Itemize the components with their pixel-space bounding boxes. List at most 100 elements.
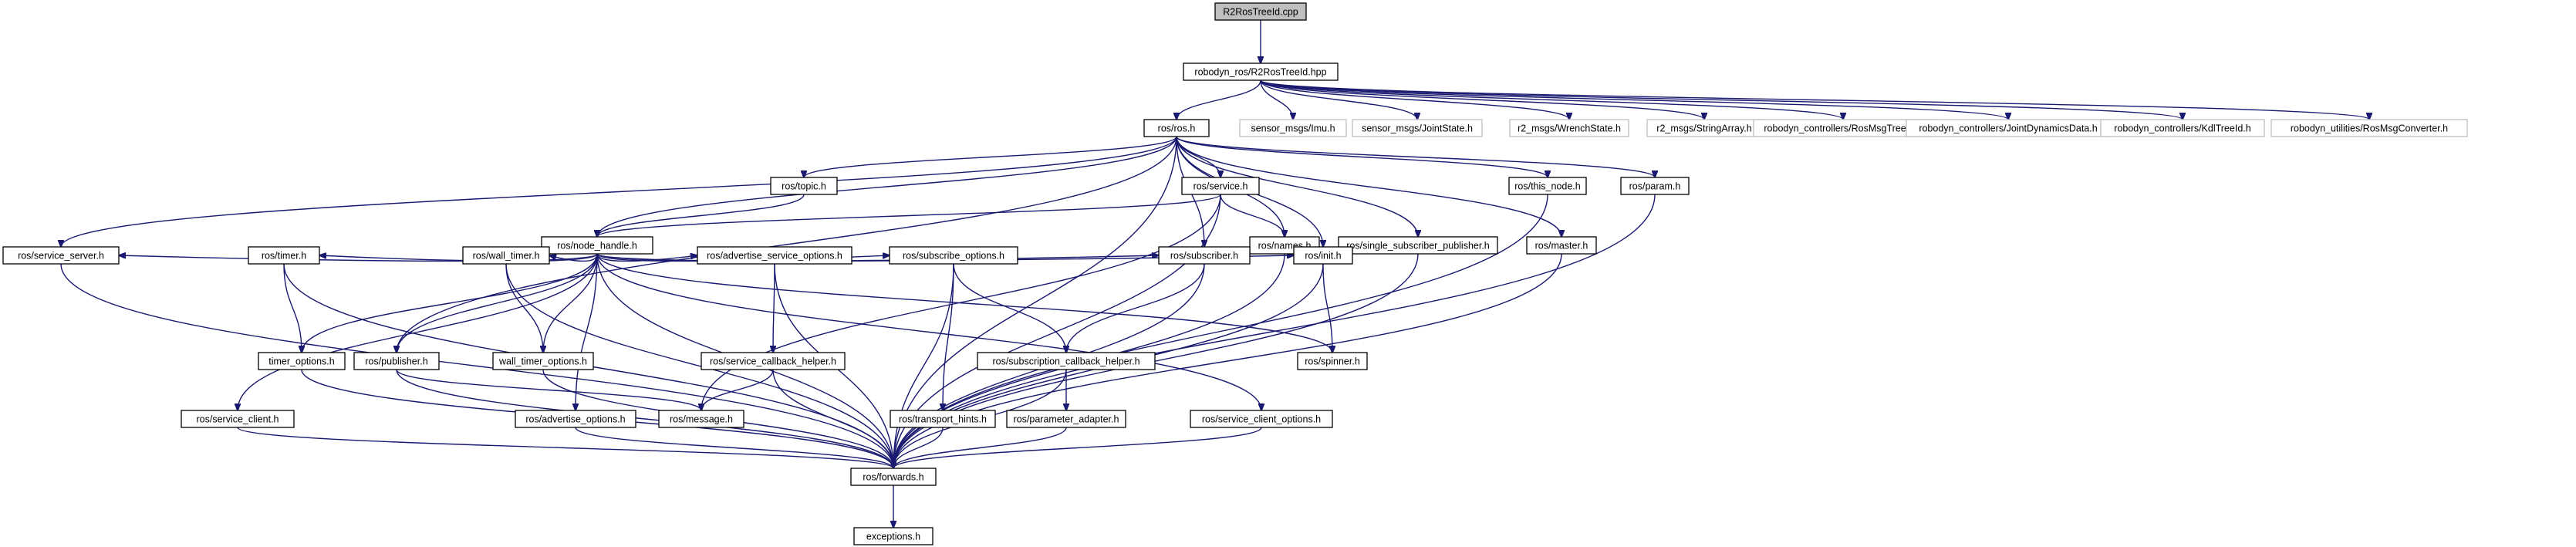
node-treeid-hpp[interactable]: robodyn_ros/R2RosTreeId.hpp — [1183, 62, 1339, 81]
node-label: ros/parameter_adapter.h — [1014, 414, 1119, 425]
node-label: ros/service_client_options.h — [1202, 414, 1321, 425]
node-adv-srv-opts[interactable]: ros/advertise_service_options.h — [697, 246, 852, 265]
node-sub-cb-helper[interactable]: ros/subscription_callback_helper.h — [977, 352, 1156, 370]
node-jointstate[interactable]: sensor_msgs/JointState.h — [1352, 119, 1483, 137]
node-label: sensor_msgs/JointState.h — [1362, 123, 1473, 134]
edge-timer_h-to-timer_opts — [283, 263, 302, 353]
edge-wall_timer-to-forwards_h — [505, 263, 893, 468]
edge-wall_timer-to-wall_timer_opts — [505, 263, 543, 353]
node-label: ros/advertise_options.h — [525, 414, 625, 425]
node-rosmsgconv[interactable]: robodyn_utilities/RosMsgConverter.h — [2270, 119, 2468, 137]
edge-service_client-to-forwards_h — [237, 427, 893, 468]
node-timer-h[interactable]: ros/timer.h — [248, 246, 320, 265]
node-stringarray[interactable]: r2_msgs/StringArray.h — [1646, 119, 1762, 137]
node-box — [658, 410, 744, 428]
edge-treeid_hpp-to-wrench — [1260, 79, 1569, 120]
node-imu[interactable]: sensor_msgs/Imu.h — [1239, 119, 1347, 137]
node-srv-client-opts[interactable]: ros/service_client_options.h — [1190, 410, 1333, 428]
node-this-node[interactable]: ros/this_node.h — [1508, 177, 1587, 195]
edge-node_handle-to-publisher_h — [397, 253, 598, 353]
node-label: ros/advertise_service_options.h — [707, 251, 842, 262]
node-wrench[interactable]: r2_msgs/WrenchState.h — [1509, 119, 1629, 137]
node-label: ros/topic.h — [782, 181, 826, 192]
node-box — [1181, 177, 1260, 195]
edge-node_handle-to-service_client — [238, 253, 598, 410]
edge-publisher_h-to-message_h — [396, 369, 701, 410]
file-nodes: R2RosTreeId.cpp robodyn_ros/R2RosTreeId.h… — [2, 2, 2468, 545]
node-label: timer_options.h — [268, 356, 335, 367]
node-box — [890, 410, 996, 428]
node-master-h[interactable]: ros/master.h — [1526, 236, 1597, 255]
node-param-adapter[interactable]: ros/parameter_adapter.h — [1006, 410, 1126, 428]
node-label: ros/master.h — [1535, 241, 1588, 252]
edge-srv_client_opts-to-forwards_h — [893, 427, 1262, 468]
node-label: ros/transport_hints.h — [899, 414, 987, 425]
node-exceptions-h[interactable]: exceptions.h — [853, 527, 934, 545]
edge-node_handle-to-srv_client_opts — [596, 253, 1261, 410]
edge-adv_opts-to-forwards_h — [575, 427, 893, 468]
edge-subscriber_h-to-sub_cb_helper — [1066, 263, 1205, 353]
node-transport-hints[interactable]: ros/transport_hints.h — [890, 410, 996, 428]
edge-treeid_hpp-to-jointstate — [1260, 79, 1417, 120]
edge-ros_h-to-service_h — [1176, 136, 1220, 177]
node-param-h[interactable]: ros/param.h — [1620, 177, 1690, 195]
node-label: exceptions.h — [866, 532, 920, 542]
node-label: ros/service_callback_helper.h — [710, 356, 836, 367]
node-rosmsgtreeid[interactable]: robodyn_controllers/RosMsgTreeId.h — [1753, 119, 1933, 137]
node-node-handle[interactable]: ros/node_handle.h — [541, 236, 653, 255]
edge-service_server-to-forwards_h — [60, 263, 893, 468]
edge-ros_h-to-publisher_h — [397, 136, 1177, 353]
node-root[interactable]: R2RosTreeId.cpp — [1214, 2, 1307, 21]
node-label: R2RosTreeId.cpp — [1223, 7, 1298, 18]
node-subscriber-h[interactable]: ros/subscriber.h — [1158, 246, 1251, 265]
node-box — [889, 246, 1018, 265]
node-box — [977, 352, 1156, 370]
node-ros-h[interactable]: ros/ros.h — [1143, 119, 1210, 137]
node-label: robodyn_utilities/RosMsgConverter.h — [2291, 123, 2448, 134]
node-srv-cb-helper[interactable]: ros/service_callback_helper.h — [701, 352, 846, 370]
node-label: r2_msgs/StringArray.h — [1656, 123, 1751, 134]
node-forwards-h[interactable]: ros/forwards.h — [850, 468, 937, 486]
node-box — [1143, 119, 1210, 137]
node-service-server[interactable]: ros/service_server.h — [2, 246, 120, 265]
node-label: ros/service_client.h — [197, 414, 279, 425]
node-kdltreeid[interactable]: robodyn_controllers/KdlTreeId.h — [2100, 119, 2265, 137]
edge-topic_h-to-node_handle — [597, 194, 805, 237]
node-sub-opts[interactable]: ros/subscribe_options.h — [889, 246, 1018, 265]
node-message-h[interactable]: ros/message.h — [658, 410, 744, 428]
node-service-h[interactable]: ros/service.h — [1181, 177, 1260, 195]
edge-treeid_hpp-to-kdltreeid — [1260, 79, 2183, 120]
node-box — [1214, 2, 1307, 21]
node-box — [2270, 119, 2468, 137]
node-service-client[interactable]: ros/service_client.h — [181, 410, 295, 428]
node-label: ros/this_node.h — [1514, 181, 1581, 192]
node-box — [697, 246, 852, 265]
node-box — [258, 352, 346, 370]
node-box — [701, 352, 846, 370]
node-adv-opts[interactable]: ros/advertise_options.h — [515, 410, 636, 428]
node-single-sub-pub[interactable]: ros/single_subscriber_publisher.h — [1338, 236, 1498, 255]
edge-service_h-to-node_handle — [597, 194, 1221, 237]
node-box — [2100, 119, 2265, 137]
edge-node_handle-to-wall_timer_opts — [543, 253, 598, 353]
node-label: ros/timer.h — [262, 251, 306, 262]
node-wall-timer[interactable]: ros/wall_timer.h — [462, 246, 550, 265]
node-timer-opts[interactable]: timer_options.h — [258, 352, 346, 370]
edge-treeid_hpp-to-rosmsgconv — [1260, 79, 2369, 120]
edge-srv_cb_helper-to-message_h — [701, 369, 774, 410]
node-spinner-h[interactable]: ros/spinner.h — [1297, 352, 1368, 370]
node-label: ros/ros.h — [1158, 123, 1196, 134]
node-init-h[interactable]: ros/init.h — [1293, 246, 1353, 265]
node-topic-h[interactable]: ros/topic.h — [770, 177, 838, 195]
node-label: ros/init.h — [1305, 251, 1341, 262]
node-label: ros/service_server.h — [18, 251, 104, 262]
node-label: robodyn_controllers/KdlTreeId.h — [2114, 123, 2250, 134]
node-jointdyn[interactable]: robodyn_controllers/JointDynamicsData.h — [1906, 119, 2111, 137]
node-box — [1183, 62, 1339, 81]
node-box — [1006, 410, 1126, 428]
node-label: r2_msgs/WrenchState.h — [1518, 123, 1621, 134]
node-label: ros/message.h — [670, 414, 733, 425]
node-publisher-h[interactable]: ros/publisher.h — [353, 352, 440, 370]
node-wall-timer-opts[interactable]: wall_timer_options.h — [492, 352, 594, 370]
